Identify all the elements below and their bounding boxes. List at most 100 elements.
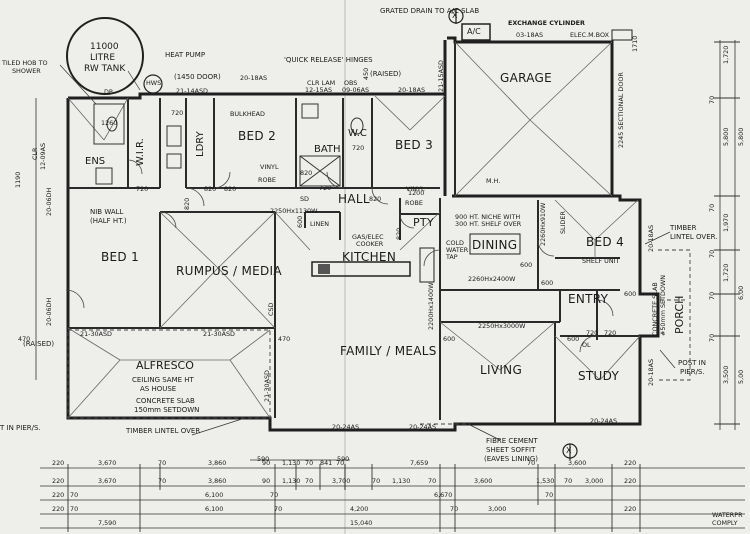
code-20-18as-bed3: 20-18AS bbox=[398, 86, 425, 94]
code-20-24as-a: 20-24AS bbox=[332, 423, 359, 431]
code-20-24as-b: 20-24AS bbox=[409, 423, 436, 431]
code-2250x3000w: 2250Hx3000W bbox=[478, 322, 526, 330]
dim-row-1-value: 3,860 bbox=[208, 459, 227, 467]
room-bed4-label: BED 4 bbox=[586, 235, 625, 249]
dim-row-2-value: 3,000 bbox=[585, 477, 604, 485]
dim-right-small-1: 70 bbox=[708, 203, 716, 212]
bathroom-fixtures bbox=[93, 103, 364, 187]
tiled-hob-note: TILED HOB TO bbox=[2, 59, 48, 67]
dim-820-f: 820 bbox=[395, 227, 403, 240]
room-bed1-label: BED 1 bbox=[101, 250, 140, 264]
dim-right-7: 5,00 bbox=[737, 369, 745, 384]
code-21-30asd-a: 21-30ASD bbox=[80, 330, 112, 338]
rainwater-tank bbox=[66, 17, 144, 95]
room-wc-label: W.C bbox=[348, 128, 367, 139]
heat-pump-note: HEAT PUMP bbox=[165, 51, 206, 59]
dim-row-1-value: 220 bbox=[624, 459, 637, 467]
dim-row-1-value: 70 bbox=[158, 459, 167, 467]
lintel-over-note-right: LINTEL OVER. bbox=[670, 233, 718, 241]
dimension-ticks bbox=[67, 464, 641, 532]
code-clr: CLR bbox=[31, 147, 39, 160]
code-csd: CSD bbox=[267, 302, 275, 316]
dim-right-5: 1,720 bbox=[722, 263, 730, 282]
dim-row-2-value: 70 bbox=[158, 477, 167, 485]
comply-note: COMPLY bbox=[712, 519, 738, 527]
timber-lintel-note: TIMBER LINTEL OVER bbox=[126, 427, 201, 435]
dim-row-4-value: 70 bbox=[450, 505, 459, 513]
interior-walls bbox=[68, 42, 640, 424]
pier-s-note: PIER/S. bbox=[680, 368, 705, 376]
room-ldry-label: LDRY bbox=[195, 131, 206, 157]
room-bath-label: BATH bbox=[314, 144, 341, 155]
room-family-label: FAMILY / MEALS bbox=[340, 344, 437, 358]
dim-row-2-value: 90 bbox=[262, 477, 271, 485]
dim-right-small-4: 70 bbox=[708, 333, 716, 342]
dim-820-e: 820 bbox=[183, 197, 191, 210]
dim-row-4-value: 70 bbox=[70, 505, 79, 513]
code-slider: SLIDER bbox=[559, 211, 567, 234]
dim-row-1-value: 70 bbox=[305, 459, 314, 467]
elec-mbox-note: ELEC.M.BOX bbox=[570, 31, 609, 39]
ceiling-same-note: CEILING SAME HT bbox=[132, 376, 194, 384]
room-wir-label: W.I.R. bbox=[135, 138, 146, 166]
tank-line-3: RW TANK bbox=[84, 64, 126, 74]
room-porch-label: PORCH bbox=[673, 295, 686, 334]
room-kitchen-label: KITCHEN bbox=[342, 250, 397, 264]
dim-row-4-value: 70 bbox=[274, 505, 283, 513]
dim-row-3-value: 220 bbox=[52, 491, 65, 499]
niche-note-2: 300 HT. SHELF OVER bbox=[455, 220, 522, 228]
water-note: WATER bbox=[446, 246, 469, 254]
as-house-note: AS HOUSE bbox=[140, 385, 177, 393]
dim-470-b: 470 bbox=[278, 335, 291, 343]
leader-lines bbox=[59, 64, 676, 441]
sd-marker: SD bbox=[300, 195, 309, 203]
dim-row-3-value: 6,670 bbox=[434, 491, 453, 499]
room-study-label: STUDY bbox=[578, 369, 620, 383]
room-garage-label: GARAGE bbox=[500, 71, 553, 85]
exchange-cylinder-note: EXCHANGE CYLINDER bbox=[508, 19, 585, 27]
dim-1190: 1190 bbox=[14, 171, 22, 188]
dim-row-2-value: 3,670 bbox=[98, 477, 117, 485]
dim-row-4-value: 6,100 bbox=[205, 505, 224, 513]
code-12-09as: 12-09AS bbox=[39, 143, 47, 170]
setdown-note: 150mm SETDOWN bbox=[134, 406, 200, 414]
alfresco-dashed-outline bbox=[67, 249, 691, 425]
room-bed2-label: BED 2 bbox=[238, 129, 277, 143]
dim-row-1-value: 7,659 bbox=[410, 459, 429, 467]
dim-720-b: 720 bbox=[171, 109, 184, 117]
dim-470-a: 470 bbox=[18, 335, 31, 343]
dim-450: 450 bbox=[362, 67, 370, 80]
gas-cooker-note: GAS/ELEC bbox=[352, 233, 384, 241]
eaves-lining-note: (EAVES LINING) bbox=[484, 455, 539, 463]
room-bed3-label: BED 3 bbox=[395, 138, 434, 152]
dim-600-c: 600 bbox=[541, 279, 554, 287]
robe-bed2: ROBE bbox=[258, 176, 276, 184]
dim-820-b: 820 bbox=[224, 185, 237, 193]
sheet-soffit-note: SHEET SOFFIT bbox=[486, 446, 536, 454]
hws-note: HWS bbox=[146, 79, 162, 87]
room-entry-label: ENTRY bbox=[568, 292, 609, 306]
code-21-15asd: 21-15ASD bbox=[437, 60, 445, 92]
dim-720-d: 720 bbox=[586, 329, 599, 337]
niche-note-1: 900 HT. NICHE WITH bbox=[455, 213, 521, 221]
section-x-top: X bbox=[452, 11, 458, 20]
dim-right-2: 5,800 bbox=[722, 127, 730, 146]
room-rumpus-label: RUMPUS / MEDIA bbox=[176, 264, 282, 278]
elec-meter-box bbox=[611, 29, 633, 41]
code-20-06dh-a: 20-06DH bbox=[45, 187, 53, 216]
code-21-30asd-c: 21-30ASD bbox=[263, 370, 271, 402]
code-20-18as-bed4: 20-18AS bbox=[647, 225, 655, 252]
code-09-06as: 09-06AS bbox=[342, 86, 369, 94]
concrete-slab-note: CONCRETE SLAB bbox=[136, 397, 195, 405]
linen-note: LINEN bbox=[310, 220, 330, 228]
dim-820-a: 820 bbox=[204, 185, 217, 193]
code-12-15as: 12-15AS bbox=[305, 86, 332, 94]
code-20-06dh-b: 20-06DH bbox=[45, 297, 53, 326]
dim-row-2-value: 1,130 bbox=[392, 477, 411, 485]
dim-600-d: 600 bbox=[443, 335, 456, 343]
dim-1710: 1710 bbox=[631, 35, 639, 52]
tap-note: TAP bbox=[446, 253, 458, 261]
room-ens-label: ENS bbox=[85, 156, 106, 167]
dim-row-1-value: 3,600 bbox=[568, 459, 587, 467]
